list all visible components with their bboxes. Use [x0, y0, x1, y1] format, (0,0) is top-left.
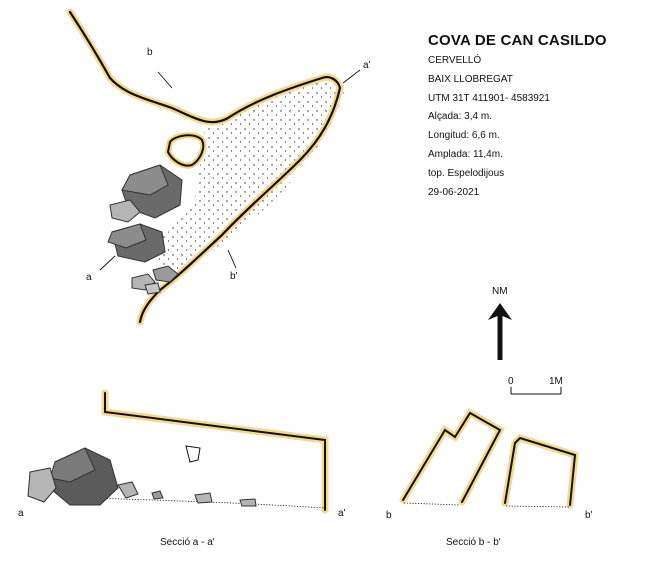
info-municipality: CERVELLÓ	[428, 55, 482, 66]
section-aa-left-label: a	[18, 508, 24, 519]
plan-label-b: b	[147, 47, 153, 58]
info-height: Alçada: 3,4 m.	[428, 111, 492, 123]
scale-start-label: 0	[508, 376, 514, 387]
section-bb-drawing	[399, 408, 579, 509]
plan-wall	[68, 10, 342, 324]
cave-info-block: COVA DE CAN CASILDO CERVELLÓ BAIX LLOBRE…	[428, 32, 638, 205]
section-line-b-prime-tick	[227, 249, 237, 269]
info-utm: UTM 31T 411901- 4583921	[428, 92, 550, 104]
info-width: Amplada: 11,4m.	[428, 148, 503, 160]
info-date: 29-06-2021	[428, 186, 480, 198]
plan-view	[66, 8, 361, 326]
section-bb-left-label: b	[386, 510, 392, 521]
section-aa-floor	[89, 497, 326, 509]
info-region: BAIX LLOBREGAT	[428, 73, 513, 85]
section-aa-caption: Secció a - a'	[160, 537, 215, 548]
info-topographer: top. Espelodijous	[428, 167, 505, 179]
section-aa-pillar	[185, 445, 201, 463]
plan-label-b-prime: b'	[230, 271, 238, 282]
section-aa-drawing	[27, 389, 329, 514]
plan-label-a-prime: a'	[363, 60, 371, 71]
plan-pillar-outline	[166, 134, 205, 167]
scale-bar-graphic	[510, 387, 562, 395]
north-label: NM	[492, 286, 508, 297]
north-arrow	[488, 303, 512, 360]
scale-end-label: 1M	[549, 376, 563, 387]
cave-title: COVA DE CAN CASILDO	[428, 32, 607, 49]
section-bb-caption: Secció b - b'	[446, 537, 501, 548]
section-line-a-tick	[99, 255, 116, 271]
section-bb-right-label: b'	[585, 510, 593, 521]
section-line-b-tick	[157, 71, 173, 89]
section-aa-right-label: a'	[338, 508, 346, 519]
info-length: Longitud: 6,6 m.	[428, 130, 500, 142]
plan-boulders	[107, 164, 183, 295]
section-aa-boulders	[27, 447, 257, 507]
plan-label-a: a	[86, 272, 92, 283]
section-line-a-prime-tick	[342, 69, 361, 84]
plan-floor-sediment	[150, 78, 345, 278]
